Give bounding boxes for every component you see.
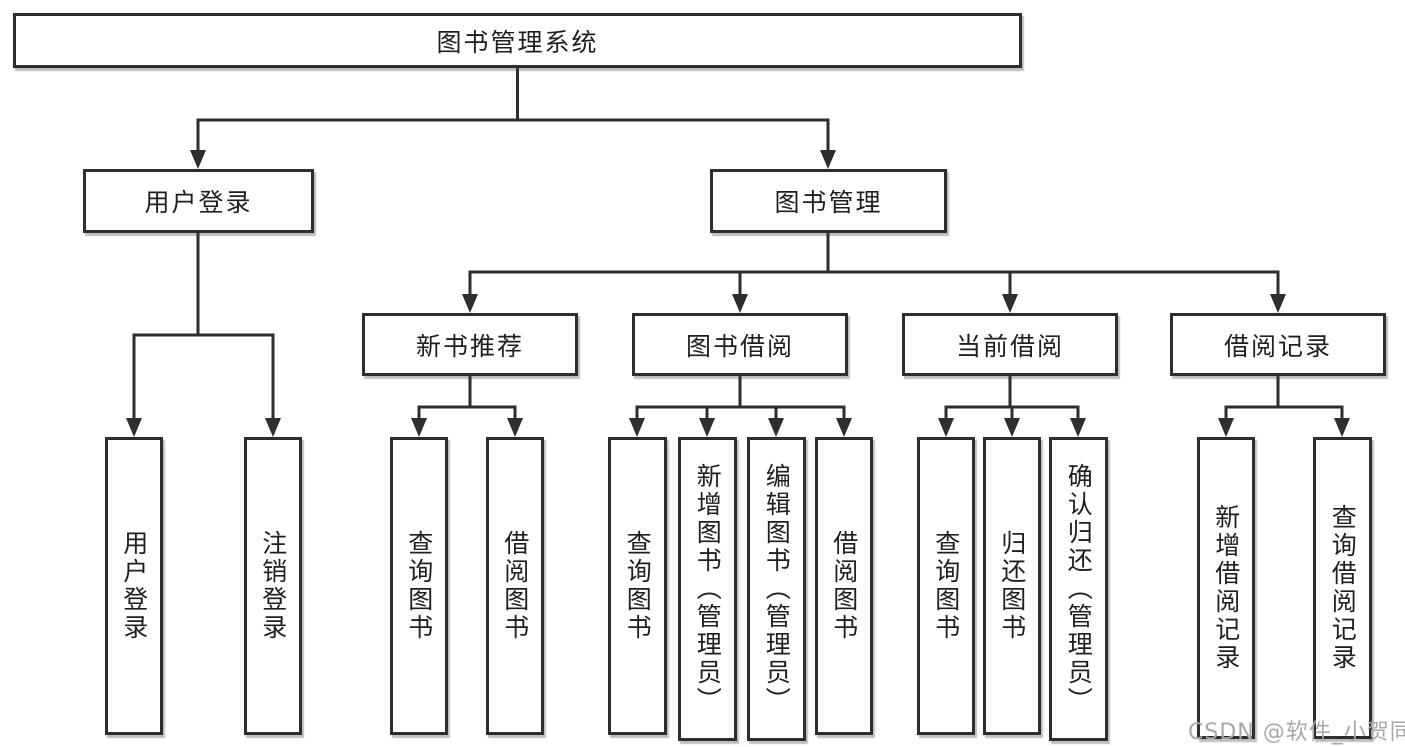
leaf-label: 确认归还（管理员） — [1064, 463, 1094, 715]
leaf-label: 查询图书 — [623, 530, 653, 642]
leaf-label: 新增图书（管理员） — [693, 463, 723, 715]
node-label: 图书管理系统 — [436, 27, 599, 57]
leaf-user-login: 用户登录 — [105, 437, 163, 735]
node-label: 图书管理 — [774, 188, 883, 217]
node-label: 用户登录 — [144, 188, 253, 217]
node-current-borrow: 当前借阅 — [902, 313, 1118, 376]
leaf-label: 借阅图书 — [829, 530, 859, 642]
node-user-login: 用户登录 — [83, 169, 314, 233]
csdn-watermark: CSDN @软件_小贺同学 — [1188, 720, 1405, 745]
leaf-label: 借阅图书 — [500, 530, 530, 642]
leaf-add-books-admin: 新增图书（管理员） — [678, 437, 737, 741]
leaf-label: 用户登录 — [119, 530, 149, 642]
leaf-label: 归还图书 — [997, 530, 1027, 642]
leaf-query-books-borrow: 查询图书 — [608, 437, 667, 735]
node-new-book-recommend: 新书推荐 — [362, 313, 578, 376]
leaf-label: 编辑图书（管理员） — [762, 463, 792, 715]
node-book-borrow: 图书借阅 — [632, 313, 848, 376]
leaf-label: 查询图书 — [931, 530, 961, 642]
leaf-add-borrow-record: 新增借阅记录 — [1197, 437, 1255, 739]
node-label: 新书推荐 — [415, 331, 524, 361]
leaf-return-books: 归还图书 — [983, 437, 1041, 735]
leaf-confirm-return-admin: 确认归还（管理员） — [1049, 437, 1108, 741]
leaf-query-books-current: 查询图书 — [917, 437, 975, 735]
leaf-borrow-books: 借阅图书 — [815, 437, 873, 735]
leaf-label: 新增借阅记录 — [1211, 504, 1241, 672]
node-label: 图书借阅 — [685, 331, 794, 361]
node-library-system: 图书管理系统 — [13, 13, 1022, 68]
arrowheads — [126, 150, 1350, 437]
leaf-label: 查询借阅记录 — [1328, 504, 1358, 672]
node-label: 当前借阅 — [955, 331, 1064, 361]
node-borrow-records: 借阅记录 — [1170, 313, 1386, 376]
leaf-query-books-recommend: 查询图书 — [390, 437, 448, 735]
leaf-label: 查询图书 — [404, 530, 434, 642]
node-label: 借阅记录 — [1223, 331, 1332, 361]
leaf-label: 注销登录 — [258, 530, 288, 642]
leaf-borrow-books-recommend: 借阅图书 — [486, 437, 544, 735]
leaf-edit-books-admin: 编辑图书（管理员） — [747, 437, 806, 741]
node-book-management: 图书管理 — [710, 169, 947, 233]
leaf-query-borrow-record: 查询借阅记录 — [1313, 437, 1372, 739]
leaf-logout: 注销登录 — [244, 437, 302, 735]
